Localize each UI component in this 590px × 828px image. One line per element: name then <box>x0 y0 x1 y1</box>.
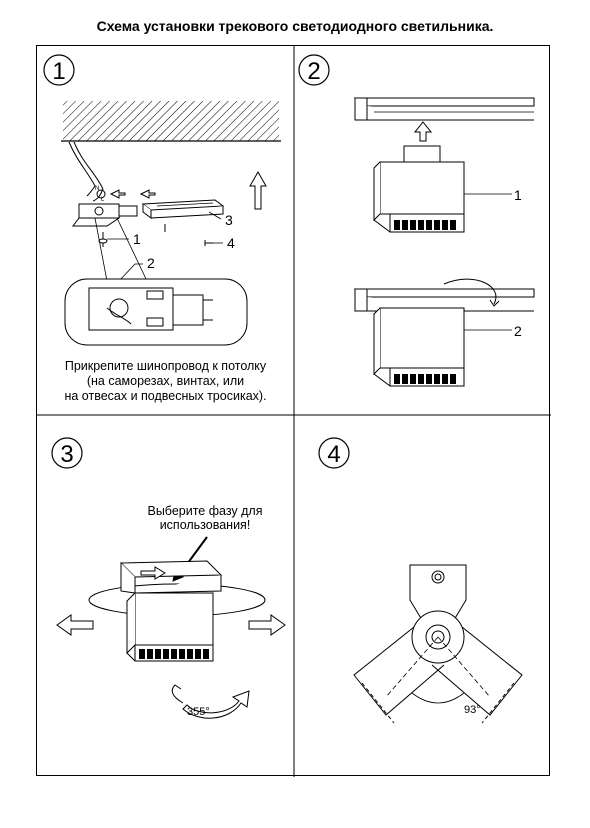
fixture-position-right <box>431 626 523 724</box>
led-fins <box>394 220 456 230</box>
grid-dividers <box>37 46 551 777</box>
mount-up-arrow <box>249 170 267 210</box>
caption-line: (на саморезах, винтах, или <box>86 374 245 388</box>
callout-4: 4 <box>227 235 235 251</box>
angle-guides <box>385 636 491 704</box>
callout-1: 1 <box>133 231 141 247</box>
panel-2: 2 <box>294 46 551 415</box>
diagram-frame: 1 N L <box>36 45 551 777</box>
panel-4-drawing: 4 <box>318 437 523 724</box>
panel-3: 3 Выберите фазу для использования! <box>37 415 294 777</box>
svg-text:2: 2 <box>307 58 320 85</box>
rail-arrow <box>140 566 166 580</box>
panel-4: 4 <box>294 415 551 777</box>
svg-text:L: L <box>101 197 105 203</box>
step-number-2: 2 <box>298 54 330 86</box>
caption-line: на отвесах и подвесных тросиках). <box>64 389 267 403</box>
mounting-parts <box>98 224 213 247</box>
move-left-arrow <box>56 614 94 636</box>
wires <box>68 141 106 202</box>
page-title: Схема установки трекового светодиодного … <box>96 18 494 34</box>
svg-text:3: 3 <box>60 441 73 468</box>
angle-label: 93° <box>464 704 481 716</box>
callout-2: 2 <box>514 323 522 339</box>
svg-text:N: N <box>95 186 99 192</box>
led-fins <box>394 374 456 384</box>
panel-1-drawing: 1 N L <box>43 54 281 346</box>
step-number-1: 1 <box>43 54 75 86</box>
fixture-position-left <box>353 626 445 724</box>
svg-text:4: 4 <box>327 441 340 468</box>
step-number-3: 3 <box>51 437 83 469</box>
rotation-arrow <box>171 684 250 719</box>
insert-up-arrow <box>413 121 433 142</box>
track-rail <box>119 560 223 594</box>
track-light-fixture <box>373 145 465 233</box>
track-light-fixture <box>126 592 214 662</box>
panel-3-drawing: 3 Выберите фазу для использования! <box>51 437 286 719</box>
ceiling <box>61 101 281 142</box>
svg-text:1: 1 <box>52 58 65 85</box>
track-rail <box>141 199 225 219</box>
connector-detail-view <box>64 278 248 346</box>
step-number-4: 4 <box>318 437 350 469</box>
caption-line: Прикрепите шинопровод к потолку <box>64 359 267 373</box>
rotation-label: 355° <box>187 706 210 718</box>
phase-note-line-1: Выберите фазу для <box>147 504 262 518</box>
feed-in-connector <box>72 203 138 227</box>
callout-2: 2 <box>147 255 155 271</box>
move-right-arrow <box>248 614 286 636</box>
panel-1: 1 N L <box>37 46 294 415</box>
callout-3: 3 <box>225 212 233 228</box>
callout-leaders <box>94 211 223 282</box>
insert-arrows <box>109 189 156 199</box>
callout-1: 1 <box>514 187 522 203</box>
mount-plate <box>409 564 467 621</box>
led-fins <box>139 649 209 659</box>
track-rail-top <box>353 97 535 121</box>
phase-note-line-2: использования! <box>160 518 251 532</box>
panel-1-caption: Прикрепите шинопровод к потолку (на само… <box>37 359 294 404</box>
twist-arrow <box>443 278 500 307</box>
panel-2-drawing: 2 <box>298 54 535 387</box>
